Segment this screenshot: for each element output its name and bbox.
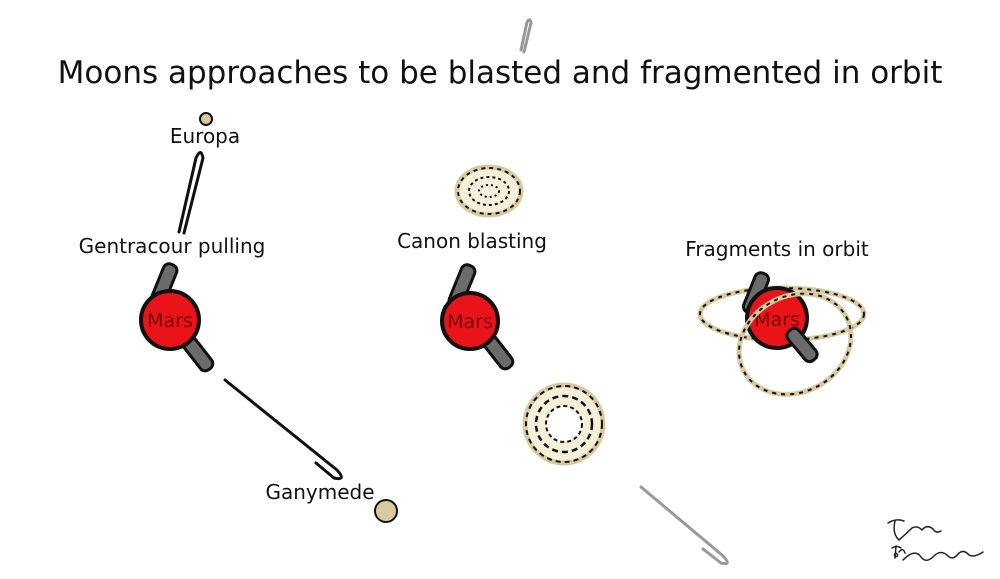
mars-planet — [139, 289, 201, 351]
ganymede-tether — [223, 378, 343, 481]
blast-debris-lower — [522, 382, 606, 466]
panel-label-gentracour: Gentracour pulling — [79, 234, 266, 258]
europa-label: Europa — [170, 124, 240, 148]
sketch-mark-top — [519, 18, 533, 54]
panel-fragments-in-orbit: Fragments in orbit Mars — [685, 237, 869, 397]
fragment-orbit-ring-front — [736, 291, 854, 397]
panel-gentracour-pulling: Europa Gentracour pulling Mars Ganymede — [79, 112, 398, 523]
europa-moon — [199, 112, 213, 126]
panel-label-fragments: Fragments in orbit — [685, 237, 869, 261]
panel-canon-blasting: Canon blasting Mars — [397, 164, 729, 566]
panel-label-canon: Canon blasting — [397, 229, 547, 253]
ganymede-moon — [374, 499, 398, 523]
ganymede-label: Ganymede — [265, 480, 374, 504]
mars-planet — [440, 291, 500, 351]
mars-label: Mars — [447, 311, 493, 333]
diagram-title: Moons approaches to be blasted and fragm… — [58, 55, 943, 91]
grey-tether — [639, 485, 729, 566]
mars-label: Mars — [147, 310, 193, 332]
blast-debris-upper — [454, 164, 524, 218]
europa-tether — [177, 151, 205, 235]
lower-arm — [785, 326, 819, 364]
artist-signature — [887, 519, 984, 561]
mars-label: Mars — [754, 309, 800, 331]
